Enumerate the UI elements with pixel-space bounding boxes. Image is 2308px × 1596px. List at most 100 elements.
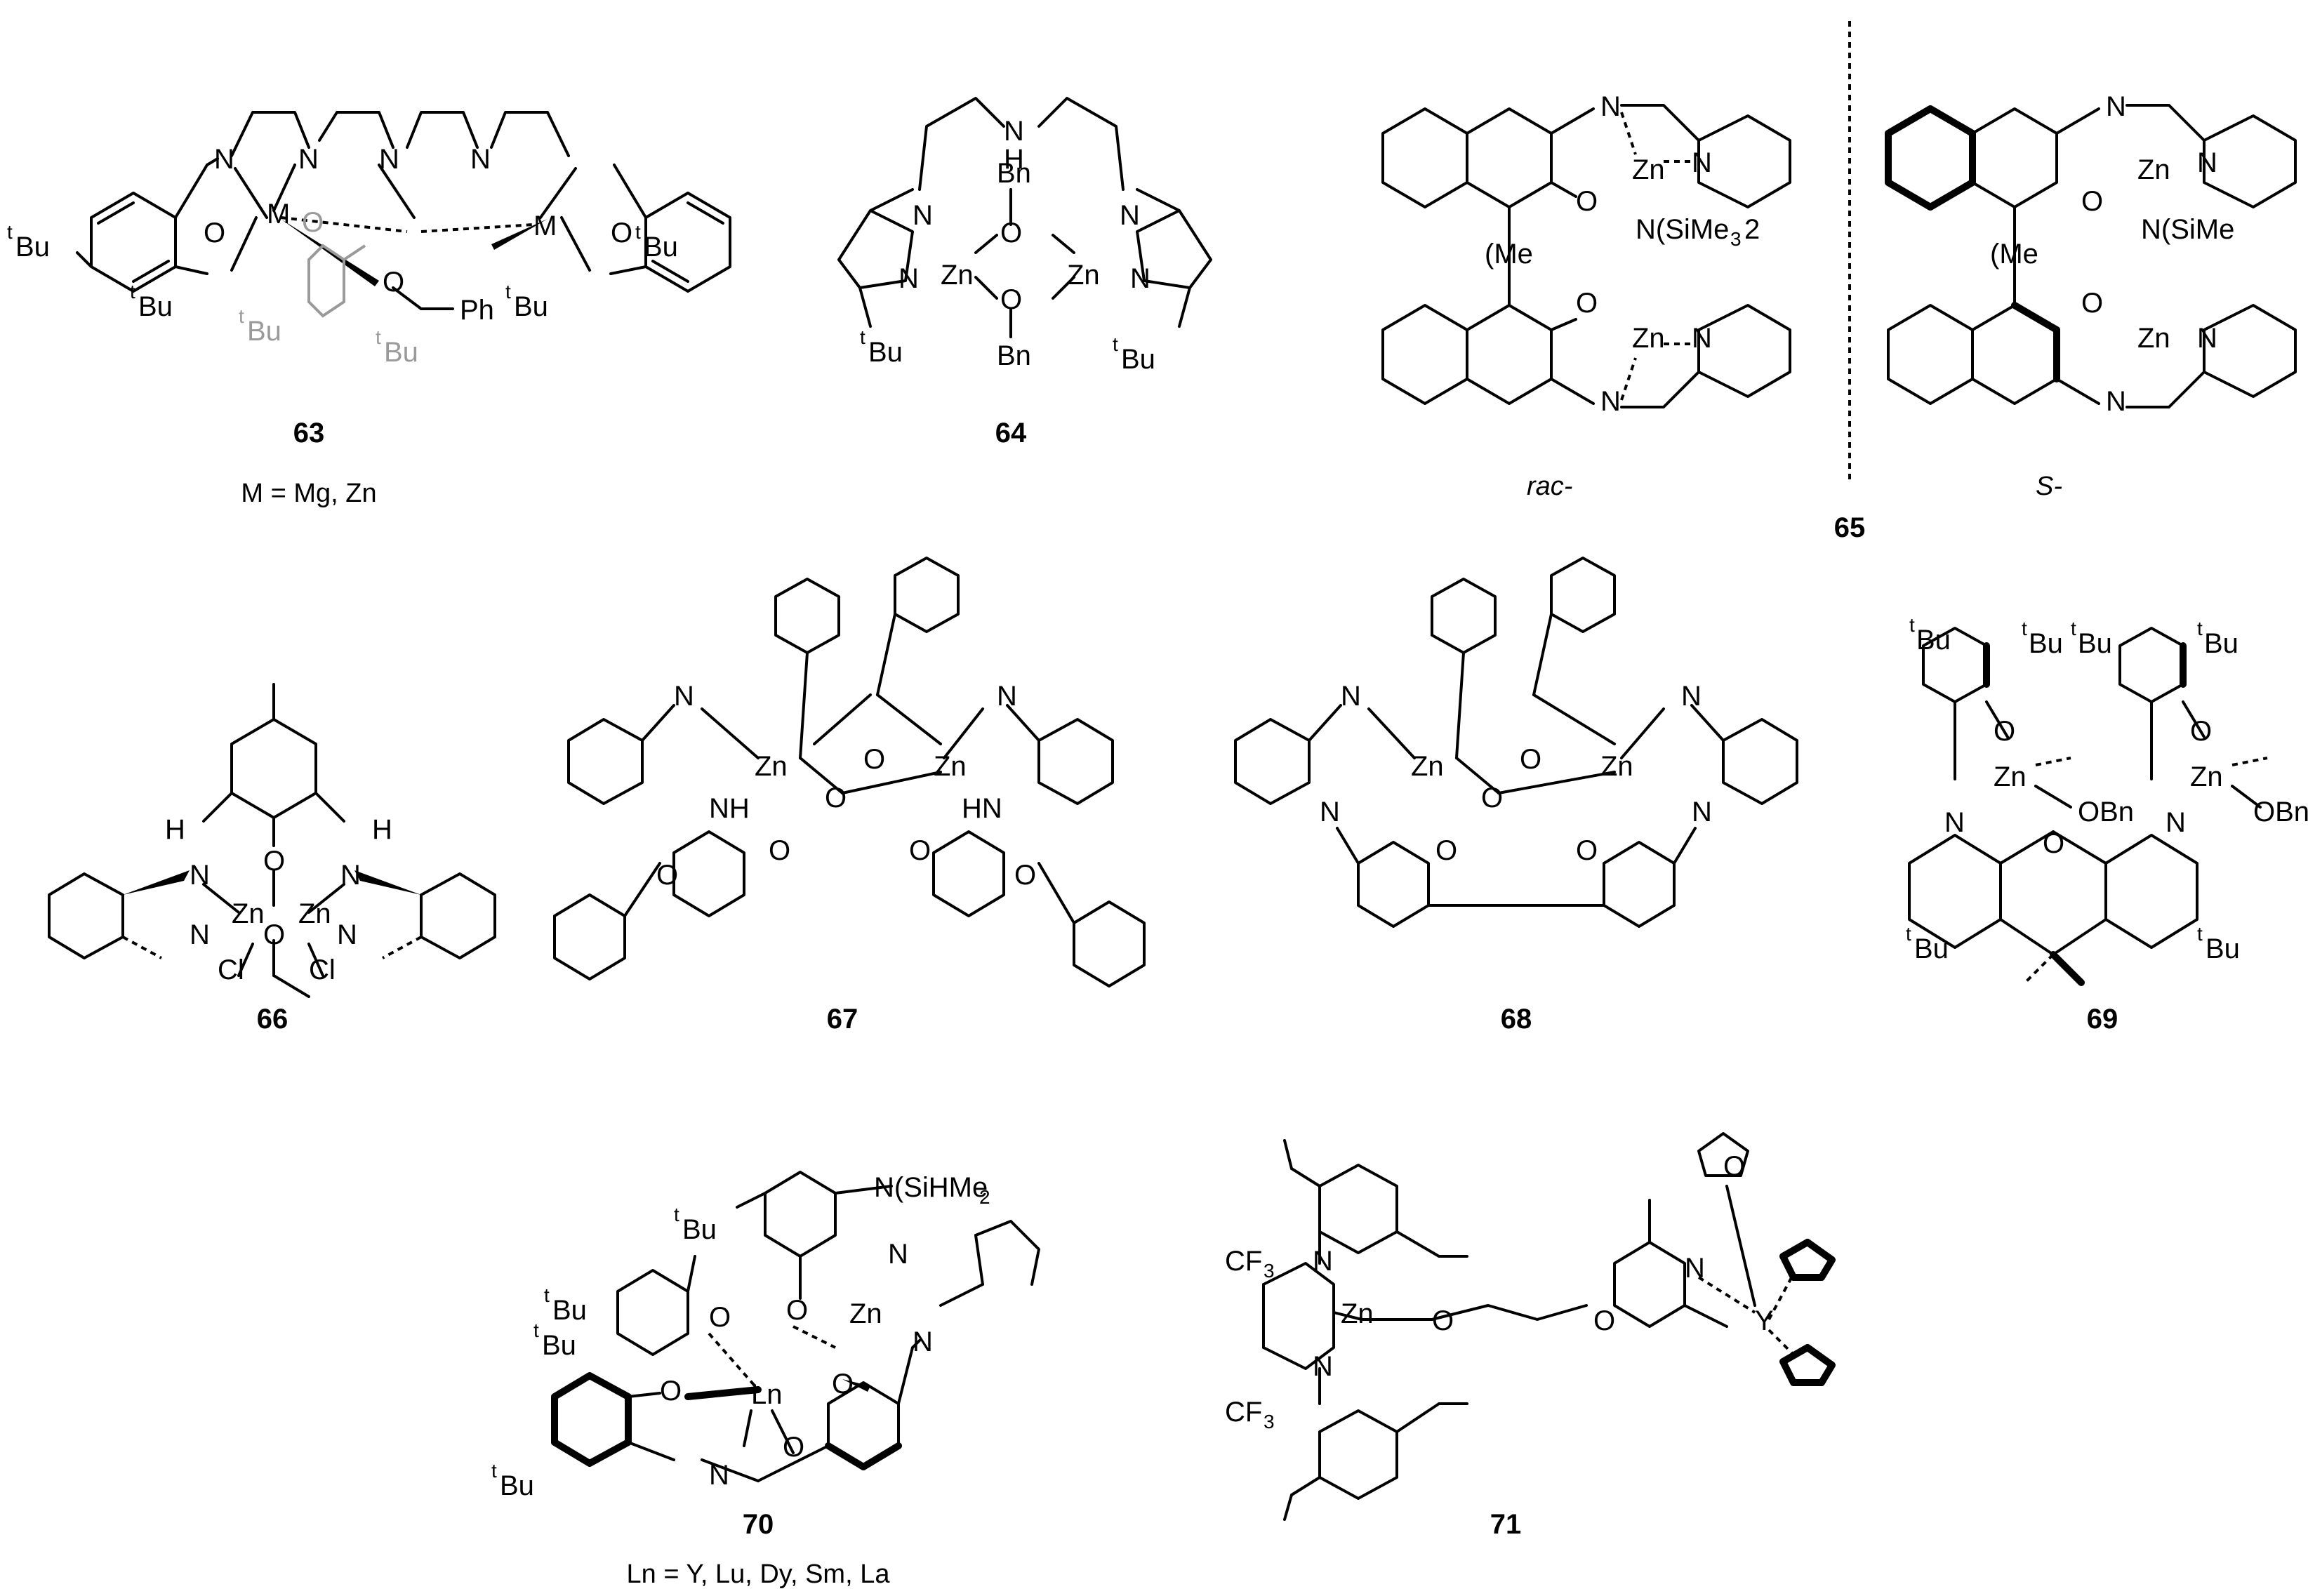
atom-label-n: N <box>913 1326 933 1357</box>
tbu-superscript: t <box>7 221 13 243</box>
atom-label-n: N <box>913 200 933 231</box>
atom-label-n: N <box>340 860 361 891</box>
atom-label-n: N <box>1130 263 1150 294</box>
compound-label-71: 71 <box>1490 1509 1522 1540</box>
compound-71: CF 3 N Zn N CF 3 O O N O Y 71 <box>1225 1132 1836 1540</box>
atom-label-n: N <box>2197 147 2217 178</box>
atom-label-me3si: (Me <box>1485 239 1533 270</box>
tbu-label: Bu <box>2029 628 2063 659</box>
isomer-label-s: S- <box>2036 472 2062 501</box>
tbu-label: Bu <box>682 1214 717 1245</box>
atom-label-o: O <box>1576 186 1598 217</box>
atom-label-n: N <box>298 144 319 175</box>
atom-label-n: N <box>214 144 234 175</box>
atom-label-n: N <box>379 144 399 175</box>
compound-label-67: 67 <box>827 1004 858 1035</box>
atom-label-n: N <box>1692 797 1712 827</box>
atom-label-n: N <box>674 681 694 712</box>
atom-label-o: O <box>1432 1305 1454 1336</box>
atom-label-nsihme2: N(SiHMe <box>874 1172 988 1203</box>
atom-label-o: O <box>1994 716 2015 747</box>
atom-label-o: O <box>2081 288 2103 319</box>
tbu-label: Bu <box>644 232 678 262</box>
atom-label-o: O <box>1435 835 1457 866</box>
atom-label-o: O <box>383 267 404 298</box>
atom-label-nsime3: N(SiMe <box>2141 214 2234 245</box>
atom-label-cf: CF <box>1225 1246 1262 1277</box>
tbu-label: Bu <box>2078 628 2112 659</box>
tbu-label: Bu <box>247 316 281 347</box>
atom-label-zn: Zn <box>1632 323 1665 354</box>
atom-label-bn: Bn <box>997 158 1031 189</box>
tbu-superscript: t <box>505 281 511 302</box>
compound-label-70: 70 <box>743 1509 774 1540</box>
isomer-label-rac: rac- <box>1527 472 1572 501</box>
tbu-superscript: t <box>1909 614 1915 636</box>
tbu-superscript: t <box>674 1204 679 1225</box>
tbu-label: Bu <box>868 337 903 368</box>
atom-label-n: N <box>1313 1351 1333 1382</box>
tbu-label: Bu <box>1121 344 1155 375</box>
atom-label-n: N <box>1341 681 1361 712</box>
atom-label-n: N <box>1313 1246 1333 1277</box>
atom-label-o: O <box>769 835 790 866</box>
tbu-superscript: t <box>130 281 135 302</box>
tbu-superscript: t <box>1906 923 1911 945</box>
atom-label-zn: Zn <box>1067 260 1100 291</box>
atom-label-ph: Ph <box>460 295 494 326</box>
atom-label-o: O <box>1723 1151 1745 1182</box>
atom-label-bn: Bn <box>997 340 1031 371</box>
compound-63: N N N N M M O O O O Ph t Bu t Bu t Bu t … <box>7 111 731 508</box>
atom-label-o: O <box>1000 218 1022 248</box>
atom-label-n: N <box>1685 1253 1705 1284</box>
tbu-label: Bu <box>15 232 50 262</box>
atom-label-n: N <box>1692 147 1712 178</box>
atom-label-n: N <box>1692 323 1712 354</box>
atom-label-h: H <box>165 814 185 845</box>
atom-label-n: N <box>1681 681 1702 712</box>
atom-label-n: N <box>1944 807 1965 838</box>
atom-label-zn: Zn <box>1632 154 1665 185</box>
atom-label-o: O <box>660 1376 682 1407</box>
atom-label-o: O <box>783 1432 804 1463</box>
compound-66: H H N N O Zn Zn O N N Cl Cl 66 <box>48 683 496 1035</box>
compound-label-64: 64 <box>995 418 1027 448</box>
atom-label-nsime3: N(SiMe <box>1636 214 1729 245</box>
tbu-superscript: t <box>376 326 381 348</box>
atom-label-o: O <box>825 783 847 813</box>
atom-label-n: N <box>470 144 491 175</box>
atom-label-cl: Cl <box>309 955 336 985</box>
atom-label-o: O <box>1593 1305 1615 1336</box>
atom-label-zn: Zn <box>298 898 331 929</box>
tbu-superscript: t <box>860 326 866 348</box>
atom-label-o: O <box>909 835 931 866</box>
atom-label-o: O <box>204 218 225 248</box>
atom-label-h: H <box>1004 144 1024 175</box>
compound-68: N N Zn Zn N N O O O O 68 <box>1234 557 1798 1035</box>
atom-label-o: O <box>2043 828 2064 859</box>
atom-label-zn: Zn <box>1600 751 1633 782</box>
tbu-label: Bu <box>138 291 173 322</box>
tbu-label: Bu <box>1914 933 1949 964</box>
tbu-superscript: t <box>2197 923 2203 945</box>
atom-label-zn: Zn <box>849 1298 882 1329</box>
atom-label-n: N <box>190 860 210 891</box>
atom-label-m: M <box>533 211 557 241</box>
compound-69: t Bu t Bu t Bu t Bu O O Zn Zn OBn OBn N … <box>1906 614 2308 1035</box>
subscript: 3 <box>1264 1260 1275 1282</box>
compound-note-70: Ln = Y, Lu, Dy, Sm, La <box>627 1560 891 1589</box>
tbu-superscript: t <box>239 305 244 327</box>
atom-label-o: O <box>786 1295 808 1326</box>
atom-label-o: O <box>1014 860 1036 891</box>
atom-label-zn: Zn <box>941 260 974 291</box>
tbu-label: Bu <box>384 337 418 368</box>
atom-label-m: M <box>267 199 290 230</box>
subscript: 2 <box>979 1186 990 1208</box>
atom-label-n: N <box>337 919 357 950</box>
atom-label-n: N <box>888 1239 908 1270</box>
tbu-label: Bu <box>2206 933 2240 964</box>
tbu-label: Bu <box>552 1295 587 1326</box>
compound-67: N N Zn Zn NH HN O O O O O O 67 <box>553 557 1146 1035</box>
